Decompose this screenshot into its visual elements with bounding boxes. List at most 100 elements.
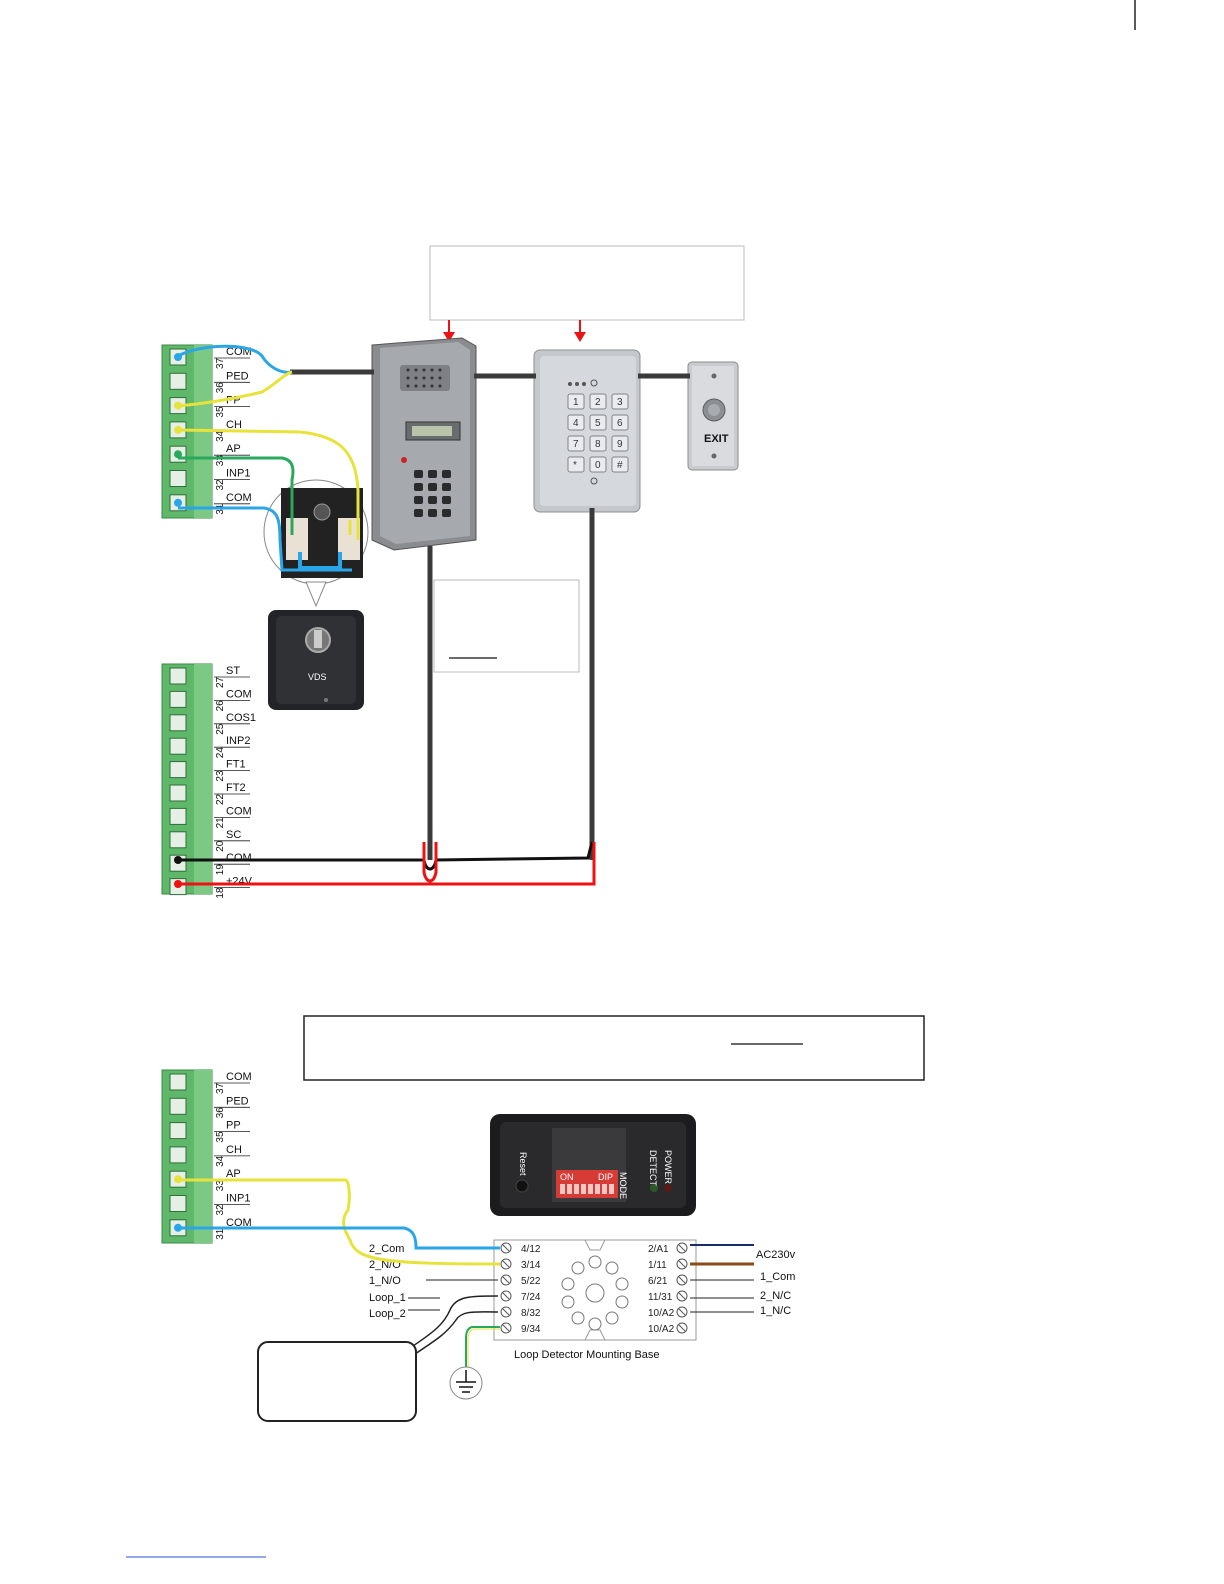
keypad-key [589,456,607,473]
terminal-label: PED [226,370,249,382]
right-wire-label: 2_N/C [760,1290,791,1302]
base-terminal-slot [678,1260,686,1268]
terminal-label: CH [226,419,242,431]
wires-lower [178,1178,501,1266]
base-terminal-slot [502,1308,510,1316]
terminal-label: COM [226,805,252,817]
keypad-key [567,435,585,452]
base-terminal-slot [502,1276,510,1284]
terminal-number: 31 [215,1228,226,1240]
terminal-screw [169,831,187,849]
key-selector-inset [263,479,369,585]
keypad-key [611,414,629,431]
exit-label: EXIT [704,433,729,445]
vds-logo-text: VDS [308,672,327,682]
terminal-number: 32 [215,1204,226,1216]
terminal-number: 32 [215,479,226,491]
keypad-key-label: 9 [617,439,623,450]
terminal-number: 26 [215,700,226,712]
mounting-base: 4/123/145/227/248/329/34 2/A11/116/2111/… [493,1239,697,1361]
bus-cables [290,369,690,860]
top-callout-box [429,245,745,321]
keypad-key [567,393,585,410]
base-terminal-slot [502,1324,510,1332]
terminal-label: FT1 [226,759,246,771]
base-terminal-label: 10/A2 [648,1308,675,1319]
left-wire-label: Loop_2 [369,1308,406,1320]
terminal-number: 19 [215,864,226,876]
right-wire-label: 1_Com [760,1271,795,1283]
base-terminal-label: 5/22 [521,1276,541,1287]
keypad-key-label: 7 [573,439,579,450]
dip-label: DIP [598,1172,613,1182]
terminal-number: 23 [215,770,226,782]
terminal-screw [169,690,187,708]
loop-detector-panel: ON DIP Reset DETECT POWER MODE [490,1114,696,1216]
terminal-number: 36 [215,382,226,394]
base-terminal-label: 11/31 [648,1292,673,1303]
terminal-label: AP [226,1168,241,1180]
keypad-key [611,393,629,410]
loop-callout-box [257,1341,417,1422]
terminal-label: COM [226,852,252,864]
terminal-number: 20 [215,840,226,852]
terminal-screw [169,1097,187,1115]
keypad-key [567,456,585,473]
base-right-wire-lines [690,1244,754,1313]
keypad-key-label: # [617,460,623,471]
base-terminal-label: 3/14 [521,1260,541,1271]
terminal-number: 33 [215,1180,226,1192]
terminal-screw [169,1146,187,1164]
dip-on-label: ON [560,1172,574,1182]
terminal-label: INP1 [226,468,250,480]
exit-button-device: EXIT [687,361,739,471]
mounting-base-caption: Loop Detector Mounting Base [514,1349,660,1361]
terminal-label: COM [226,492,252,504]
terminal-label: COM [226,1071,252,1083]
base-left-wire-lines [408,1279,498,1311]
terminal-number: 37 [215,357,226,369]
detect-label: DETECT [648,1150,658,1187]
terminal-number: 35 [215,1131,226,1143]
base-terminal-label: 2/A1 [648,1244,669,1255]
terminal-number: 34 [215,1155,226,1167]
keypad-key-label: 1 [573,397,579,408]
terminal-screw [169,1073,187,1091]
terminal-number: 27 [215,676,226,688]
bottom-callout-box [303,1015,925,1081]
ground-symbol [449,1366,483,1400]
terminal-label: PP [226,1120,241,1132]
terminal-number: 18 [215,887,226,899]
keypad-key [589,393,607,410]
keypad-key-label: 4 [573,418,579,429]
terminal-screw [169,761,187,779]
terminal-label: COM [226,1217,252,1229]
terminal-screw [169,470,187,487]
mode-label: MODE [618,1172,628,1199]
terminal-screw [169,784,187,802]
terminal-label: COM [226,688,252,700]
ground-wire [465,1326,500,1370]
terminal-number: 34 [215,430,226,442]
intercom-panel [371,337,477,551]
terminal-number: 25 [215,723,226,735]
keypad-key-label: 5 [595,418,601,429]
base-terminal-label: 10/A2 [648,1324,675,1335]
base-terminal-label: 1/11 [648,1260,667,1271]
keypad-key-label: 0 [595,460,601,471]
terminal-label: INP2 [226,735,250,747]
terminal-wire-dot [174,450,182,459]
mid-callout-box [433,579,580,673]
base-terminal-label: 8/32 [521,1308,541,1319]
terminal-label: +24V [226,876,253,888]
terminal-label: ST [226,665,240,677]
plus24-terminal-dot [174,880,182,888]
terminal-number: 21 [215,817,226,829]
terminal-number: 22 [215,793,226,805]
terminal-label: COS1 [226,712,256,724]
keypad-key-label: 8 [595,439,601,450]
terminal-screw [169,667,187,685]
base-terminal-slot [502,1244,510,1252]
